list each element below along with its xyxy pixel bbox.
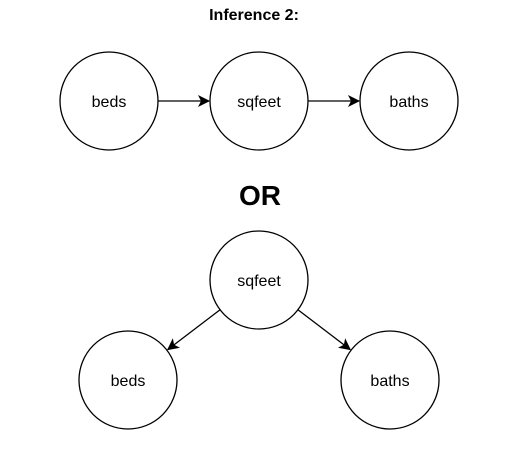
- node-circle-d1-sqfeet: [209, 51, 309, 151]
- node-d2-sqfeet: sqfeet: [209, 230, 309, 330]
- edges-layer: [158, 95, 360, 351]
- diagram-title: Inference 2:: [209, 7, 299, 24]
- node-d1-baths: baths: [359, 51, 459, 151]
- node-circle-d2-baths: [340, 330, 440, 430]
- node-label-d2-baths: baths: [370, 373, 409, 390]
- node-label-d1-sqfeet: sqfeet: [237, 94, 281, 111]
- node-d1-sqfeet: sqfeet: [209, 51, 309, 151]
- node-circle-d2-sqfeet: [209, 230, 309, 330]
- node-label-d1-beds: beds: [92, 94, 127, 111]
- edge-d2-sqfeet-to-d2-beds: [166, 309, 221, 351]
- node-circle-d2-beds: [78, 330, 178, 430]
- node-label-d2-sqfeet: sqfeet: [237, 273, 281, 290]
- node-label-d1-baths: baths: [389, 94, 428, 111]
- node-circle-d1-baths: [359, 51, 459, 151]
- node-label-d2-beds: beds: [111, 373, 146, 390]
- node-d2-beds: beds: [78, 330, 178, 430]
- edge-d2-sqfeet-to-d2-baths: [297, 309, 352, 351]
- or-separator: OR: [239, 180, 281, 211]
- node-d1-beds: beds: [59, 51, 159, 151]
- nodes-layer: beds sqfeet baths sqfeet beds baths: [59, 51, 459, 430]
- node-circle-d1-beds: [59, 51, 159, 151]
- node-d2-baths: baths: [340, 330, 440, 430]
